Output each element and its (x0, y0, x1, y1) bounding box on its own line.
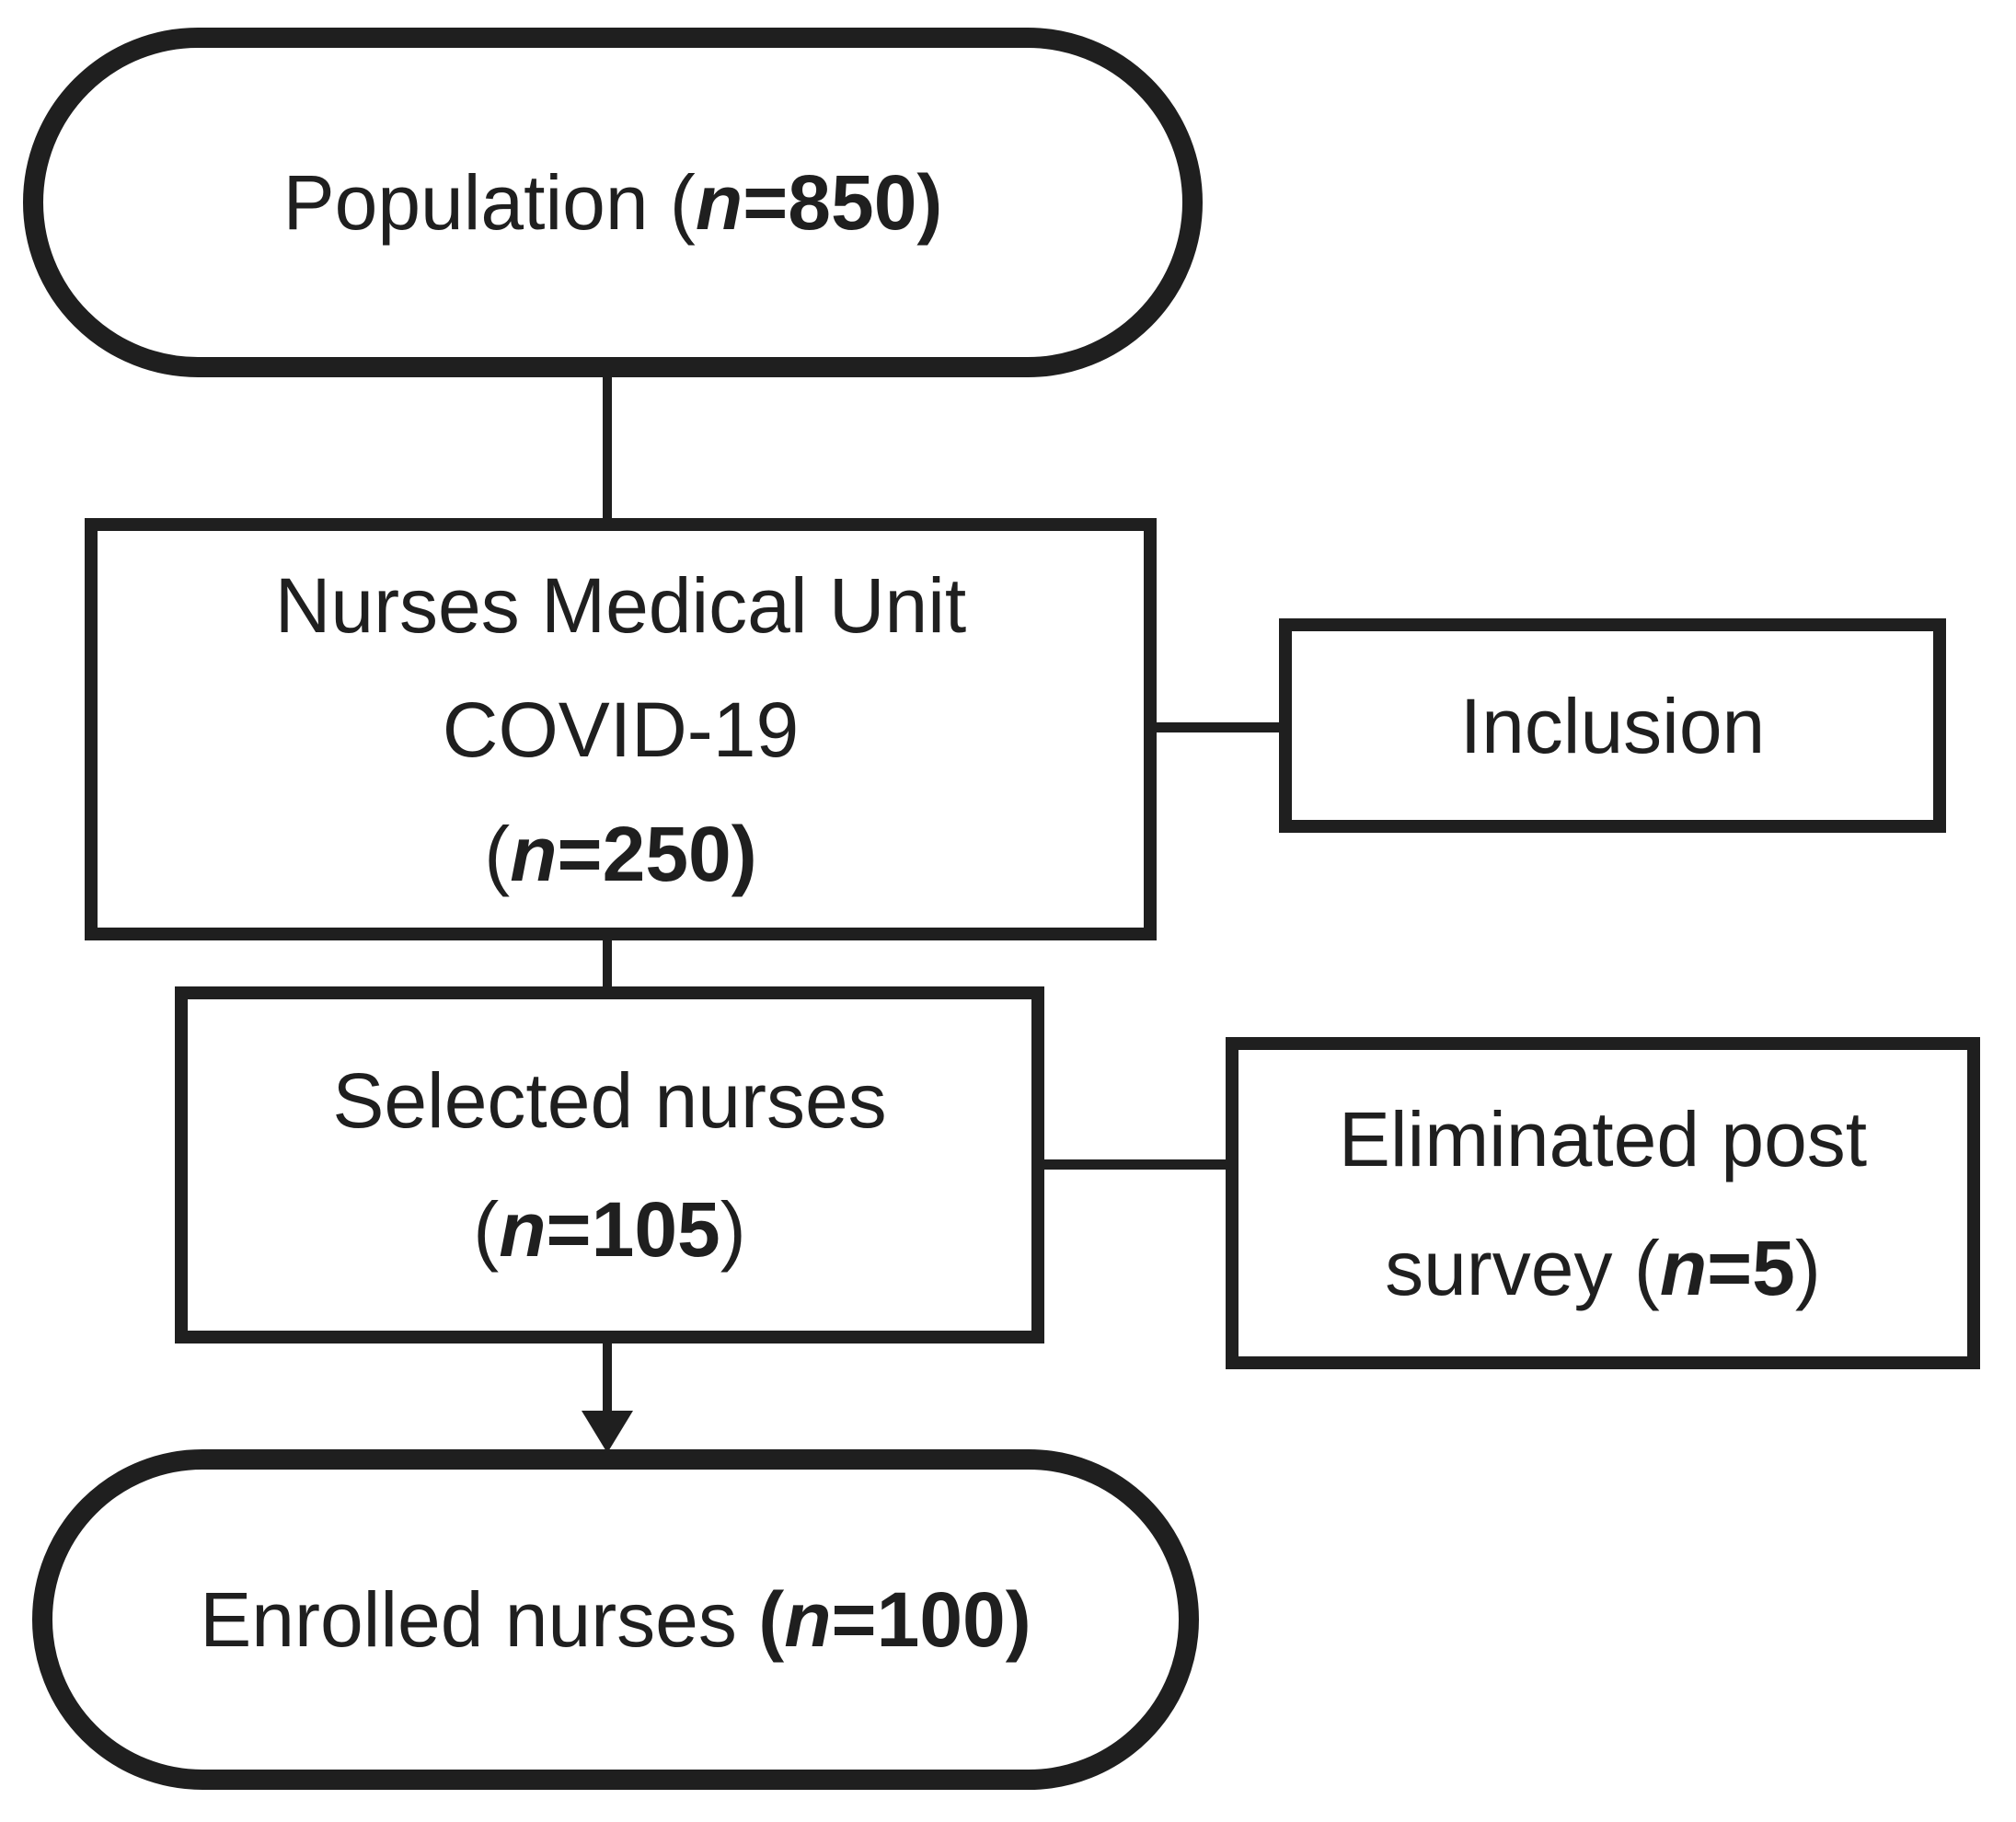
population-node: Population (n=850) (23, 28, 1203, 377)
connector-selected-to-eliminated (1040, 1159, 1229, 1170)
selected-label-line-1: Selected nurses (332, 1057, 887, 1144)
nurses-medical-unit-node: Nurses Medical Unit COVID-19 (n=250) (85, 518, 1157, 940)
selected-label-line-2: (n=105) (473, 1186, 746, 1273)
inclusion-label: Inclusion (1459, 682, 1766, 769)
nurses-label-line-3: (n=250) (484, 810, 757, 897)
selected-nurses-node: Selected nurses (n=105) (175, 986, 1044, 1343)
eliminated-label-line-1: Eliminated post (1338, 1095, 1868, 1182)
inclusion-node: Inclusion (1279, 618, 1946, 833)
connector-nurses-to-selected (603, 937, 612, 990)
connector-population-to-nurses (603, 373, 612, 522)
nurses-label-line-2: COVID-19 (442, 686, 800, 773)
eliminated-label-line-2: survey (n=5) (1385, 1224, 1821, 1311)
population-label: Population (n=850) (282, 159, 943, 246)
enrolled-label: Enrolled nurses (n=100) (200, 1576, 1031, 1663)
arrowhead-down-icon (582, 1411, 633, 1453)
eliminated-post-survey-node: Eliminated post survey (n=5) (1226, 1037, 1980, 1369)
nurses-label-line-1: Nurses Medical Unit (274, 561, 967, 649)
enrolled-nurses-node: Enrolled nurses (n=100) (32, 1449, 1199, 1790)
connector-selected-to-enrolled (603, 1340, 612, 1413)
connector-nurses-to-inclusion (1152, 722, 1283, 732)
